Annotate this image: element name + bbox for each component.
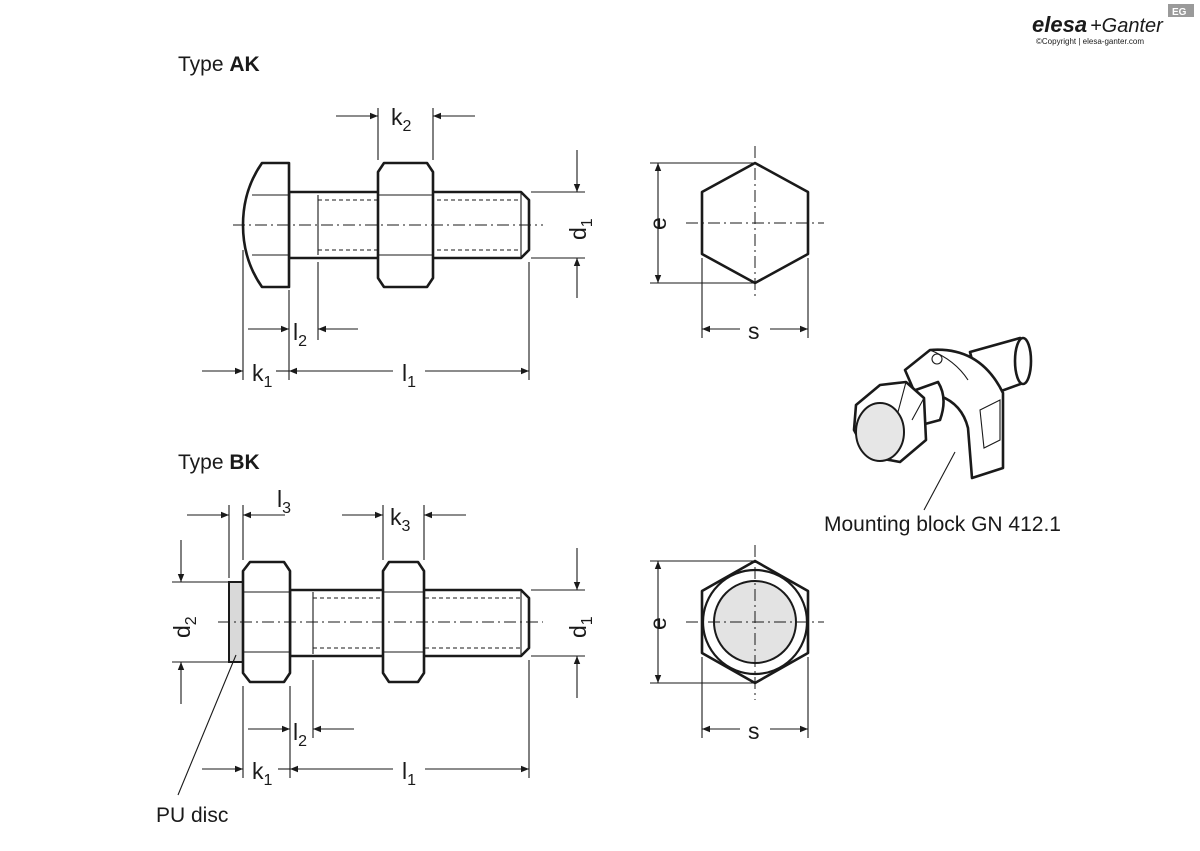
type-ak-dimensions: k2 d1 l2 k1 l1 xyxy=(202,104,596,391)
type-bk-dimensions: l3 k3 d2 d1 l2 k1 l1 xyxy=(169,486,596,796)
brand-badge xyxy=(1168,4,1194,17)
brand-name-elesa: elesa xyxy=(1032,12,1087,37)
mounting-block-callout: Mounting block GN 412.1 xyxy=(824,513,1061,536)
dim-l2-label-bk: l2 xyxy=(293,719,307,750)
dim-d1-label: d1 xyxy=(565,218,596,240)
dim-d1-label-bk: d1 xyxy=(565,616,596,638)
dim-l3-label: l3 xyxy=(277,486,291,517)
type-ak-screw xyxy=(233,161,543,289)
hex-end-view-bk: e s xyxy=(645,545,824,744)
type-ak-title: Type AK xyxy=(178,53,260,76)
mounting-block-illustration xyxy=(852,336,1033,511)
type-bk-title: Type BK xyxy=(178,451,260,474)
pu-disc-callout: PU disc xyxy=(156,804,228,827)
dim-e-label-bk: e xyxy=(645,617,671,630)
dim-l2-label: l2 xyxy=(293,319,307,350)
type-bk-screw xyxy=(218,560,543,684)
dim-k1-label: k1 xyxy=(252,360,273,391)
dim-e-label-ak: e xyxy=(645,217,671,230)
brand-badge-text: EG xyxy=(1172,7,1187,18)
dim-d2-label: d2 xyxy=(169,616,200,638)
dim-l1-label: l1 xyxy=(402,360,416,391)
brand-name-ganter: +Ganter xyxy=(1090,15,1164,37)
dim-s-label-bk: s xyxy=(748,718,760,744)
hex-end-view-ak: e s xyxy=(645,146,824,344)
dim-k3-label: k3 xyxy=(390,504,411,535)
dim-l1-label-bk: l1 xyxy=(402,758,416,789)
brand-copyright: ©Copyright | elesa-ganter.com xyxy=(1036,37,1144,46)
brand-logo: elesa +Ganter EG ©Copyright | elesa-gant… xyxy=(1032,4,1194,46)
dim-s-label-ak: s xyxy=(748,318,760,344)
dim-k1-label-bk: k1 xyxy=(252,758,273,789)
dim-k2-label: k2 xyxy=(391,104,412,135)
